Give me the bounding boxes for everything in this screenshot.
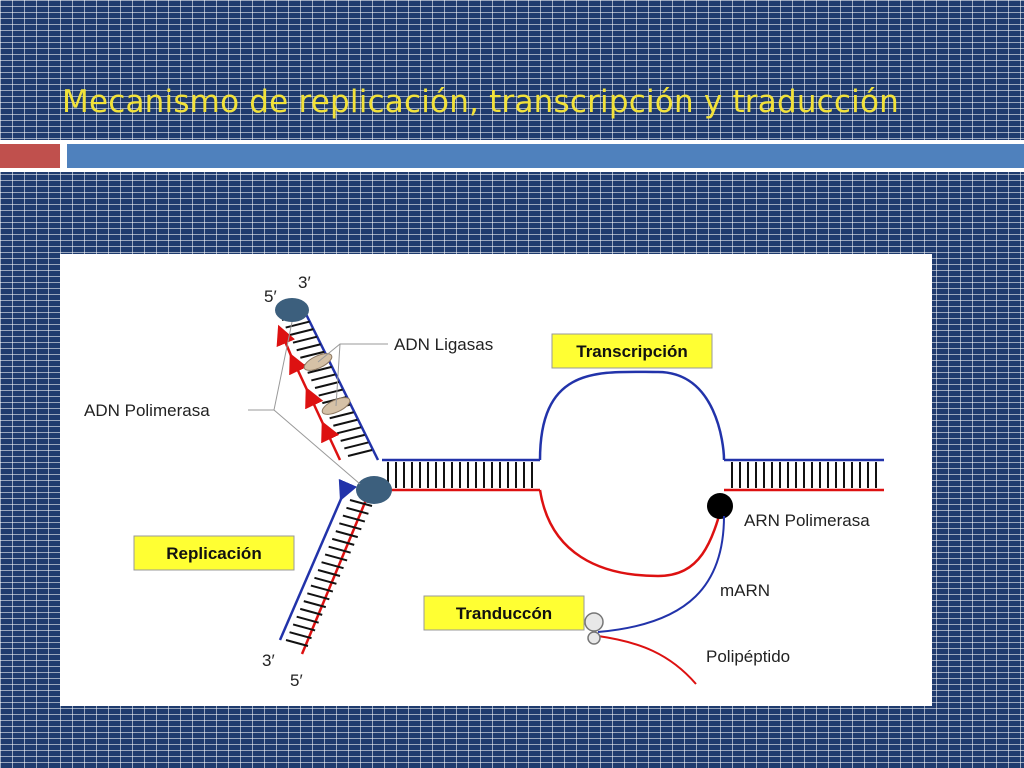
dna-duplex-left bbox=[382, 458, 540, 492]
base-pair bbox=[292, 623, 316, 632]
dna-duplex-right bbox=[724, 458, 884, 492]
accent-bar-blue bbox=[67, 144, 1024, 168]
label-3prime-top: 3′ bbox=[298, 273, 311, 292]
base-pair bbox=[285, 639, 309, 647]
base-pair bbox=[349, 499, 373, 507]
dna-polymerase-top bbox=[275, 298, 309, 322]
base-pair bbox=[328, 545, 351, 554]
base-pair bbox=[289, 631, 312, 640]
base-pair bbox=[303, 600, 327, 609]
base-pair bbox=[314, 576, 337, 585]
base-pair bbox=[321, 561, 344, 570]
rna-polymerase bbox=[707, 493, 733, 519]
ribosome bbox=[584, 612, 604, 645]
base-pair bbox=[335, 530, 359, 539]
base-pair bbox=[324, 553, 348, 562]
label-pointers bbox=[248, 321, 388, 485]
label-polipeptido: Polipéptido bbox=[706, 647, 790, 666]
replication-arm-upper bbox=[276, 305, 380, 461]
base-pair bbox=[311, 373, 336, 382]
label-box-traduccion: Tranduccón bbox=[423, 595, 585, 631]
base-pair bbox=[317, 569, 341, 577]
base-pair bbox=[307, 365, 332, 374]
base-pair bbox=[292, 335, 318, 344]
label-box-replicacion: Replicación bbox=[133, 535, 295, 571]
base-pair bbox=[285, 320, 310, 329]
base-pair bbox=[307, 592, 330, 601]
base-pair bbox=[336, 426, 362, 435]
base-pair bbox=[296, 343, 321, 352]
base-pair bbox=[318, 388, 343, 397]
base-pair bbox=[340, 433, 365, 442]
dna-polymerase-fork bbox=[356, 476, 392, 504]
accent-bar-red bbox=[0, 144, 60, 168]
dna-process-diagram: Transcripción Replicación Tranduccón 5′ … bbox=[84, 273, 884, 690]
label-arn-polimerasa: ARN Polimerasa bbox=[744, 511, 870, 530]
base-pair bbox=[342, 514, 366, 523]
base-pair bbox=[296, 615, 319, 624]
label-adn-polimerasa: ADN Polimerasa bbox=[84, 401, 210, 420]
base-pair bbox=[299, 607, 323, 616]
label-adn-ligasas: ADN Ligasas bbox=[394, 335, 493, 354]
polypeptide-chain bbox=[597, 635, 697, 685]
label-3prime-bottom: 3′ bbox=[262, 651, 275, 670]
base-pair bbox=[329, 411, 354, 420]
label-5prime-top: 5′ bbox=[264, 287, 277, 306]
label-marn: mARN bbox=[720, 581, 770, 600]
base-pair bbox=[333, 418, 358, 427]
box-transcripcion-text: Transcripción bbox=[576, 342, 687, 361]
base-pair bbox=[346, 506, 369, 515]
replication-arm-lower bbox=[278, 478, 373, 655]
slide-title: Mecanismo de replicación, transcripción … bbox=[62, 84, 899, 120]
mrna-strand bbox=[597, 515, 725, 633]
base-pair bbox=[347, 449, 373, 457]
base-pair bbox=[289, 328, 314, 337]
box-traduccion-text: Tranduccón bbox=[456, 604, 552, 623]
diagram-panel: Transcripción Replicación Tranduccón 5′ … bbox=[60, 254, 932, 706]
label-box-transcripcion: Transcripción bbox=[551, 333, 713, 369]
label-5prime-bottom: 5′ bbox=[290, 671, 303, 690]
base-pair bbox=[339, 522, 362, 531]
box-replicacion-text: Replicación bbox=[166, 544, 261, 563]
transcription-bubble bbox=[538, 370, 726, 578]
base-pair bbox=[314, 381, 340, 389]
base-pair bbox=[331, 537, 355, 546]
base-pair bbox=[310, 584, 334, 593]
base-pair bbox=[344, 441, 369, 450]
